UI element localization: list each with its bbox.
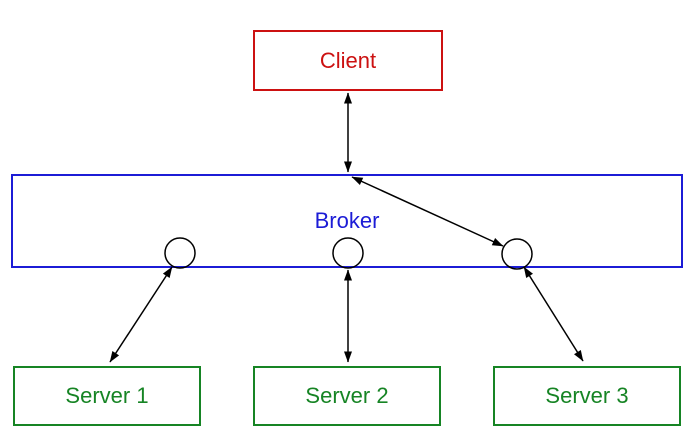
server1-label: Server 1 bbox=[65, 383, 149, 408]
edge-port1-server1-arrow bbox=[109, 266, 173, 363]
server2-label: Server 2 bbox=[305, 383, 389, 408]
server2-node: Server 2 bbox=[253, 366, 441, 426]
edge-port3-server3-arrow bbox=[523, 266, 584, 362]
broker-node: Broker bbox=[11, 174, 683, 268]
server3-node: Server 3 bbox=[493, 366, 681, 426]
server3-label: Server 3 bbox=[545, 383, 629, 408]
broker-label: Broker bbox=[314, 208, 380, 233]
server1-node: Server 1 bbox=[13, 366, 201, 426]
client-label: Client bbox=[319, 47, 377, 73]
client-node: Client bbox=[253, 30, 443, 91]
